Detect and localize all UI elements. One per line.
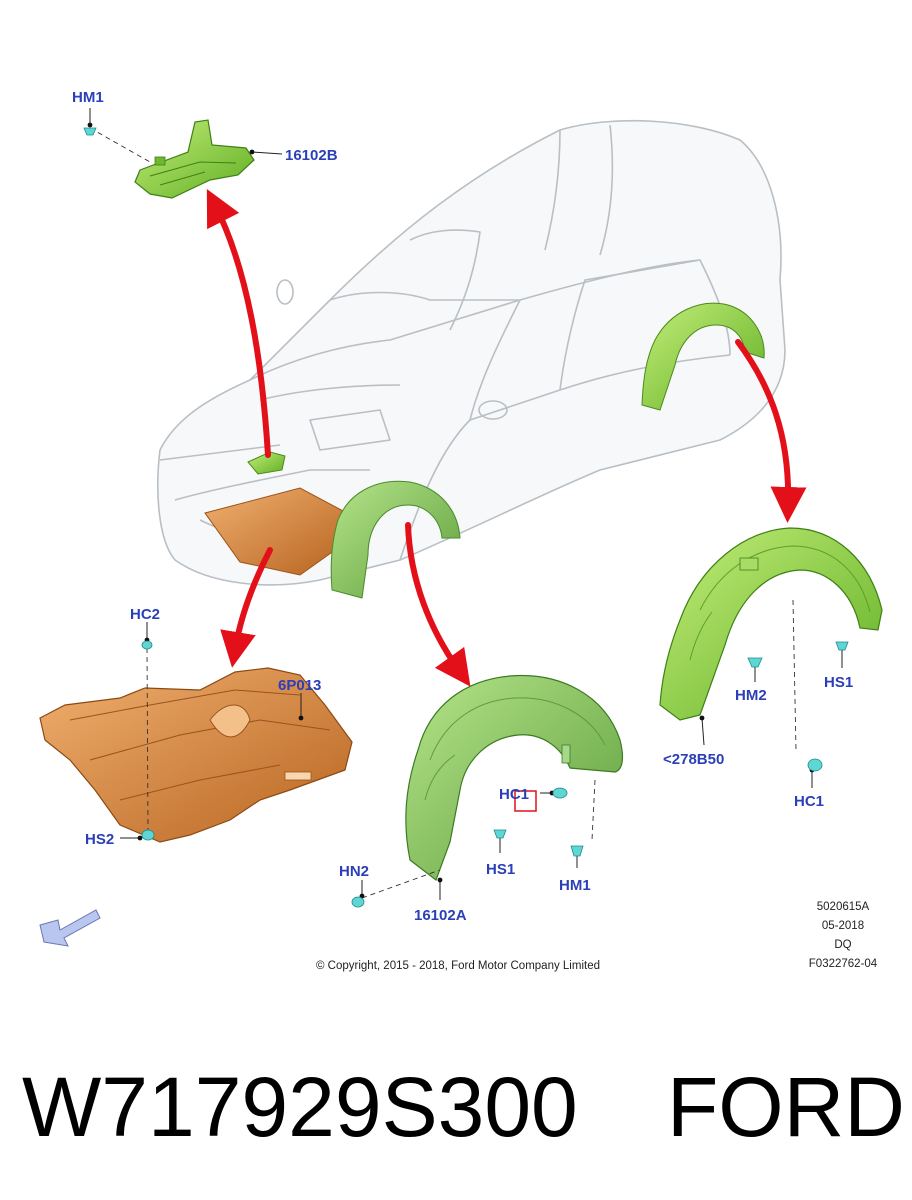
parts-diagram: HM1 16102B HC2 6P013 HS2 HC1 HS1 HM1 HN2… xyxy=(39,89,883,972)
callout-hm1-top: HM1 xyxy=(72,89,104,106)
engine-shield-16102b xyxy=(134,119,255,199)
front-liner-on-vehicle xyxy=(330,480,461,599)
fastener-icon xyxy=(83,127,849,908)
view-direction-arrow-icon xyxy=(39,909,101,947)
callout-hm1-mid: HM1 xyxy=(559,877,591,894)
highlight-box xyxy=(514,790,537,812)
callout-hm2: HM2 xyxy=(735,687,767,704)
callout-hs1-mid: HS1 xyxy=(486,861,515,878)
diagram-code: DQ xyxy=(834,939,851,951)
copyright-notice: © Copyright, 2015 - 2018, Ford Motor Com… xyxy=(316,960,600,972)
callout-hc2: HC2 xyxy=(130,606,160,623)
leader-lines xyxy=(89,127,797,899)
callout-hn2: HN2 xyxy=(339,863,369,880)
under-shield-6p013 xyxy=(39,667,353,843)
rear-liner-on-vehicle xyxy=(641,302,765,411)
part-number: W717929S300 xyxy=(22,1060,578,1154)
callout-16102b: 16102B xyxy=(285,147,338,164)
front-wheel-liner-16102a xyxy=(405,674,624,881)
callout-hs1-right: HS1 xyxy=(824,674,853,691)
brand-name: FORD xyxy=(667,1060,905,1154)
part-title: W717929S300 FORD xyxy=(22,1052,905,1162)
callout-278b50: <278B50 xyxy=(663,751,724,768)
callout-hc1-mid: HC1 xyxy=(499,786,529,803)
rear-wheel-liner-278b50 xyxy=(659,527,883,721)
callout-hc1-right: HC1 xyxy=(794,793,824,810)
diagram-id: 5020615A xyxy=(817,901,870,913)
callout-hs2: HS2 xyxy=(85,831,114,848)
callout-6p013: 6P013 xyxy=(278,677,321,694)
relation-arrows xyxy=(206,188,807,687)
diagram-ref: F0322762-04 xyxy=(809,958,878,970)
diagram-date: 05-2018 xyxy=(822,920,864,932)
callout-16102a: 16102A xyxy=(414,907,467,924)
